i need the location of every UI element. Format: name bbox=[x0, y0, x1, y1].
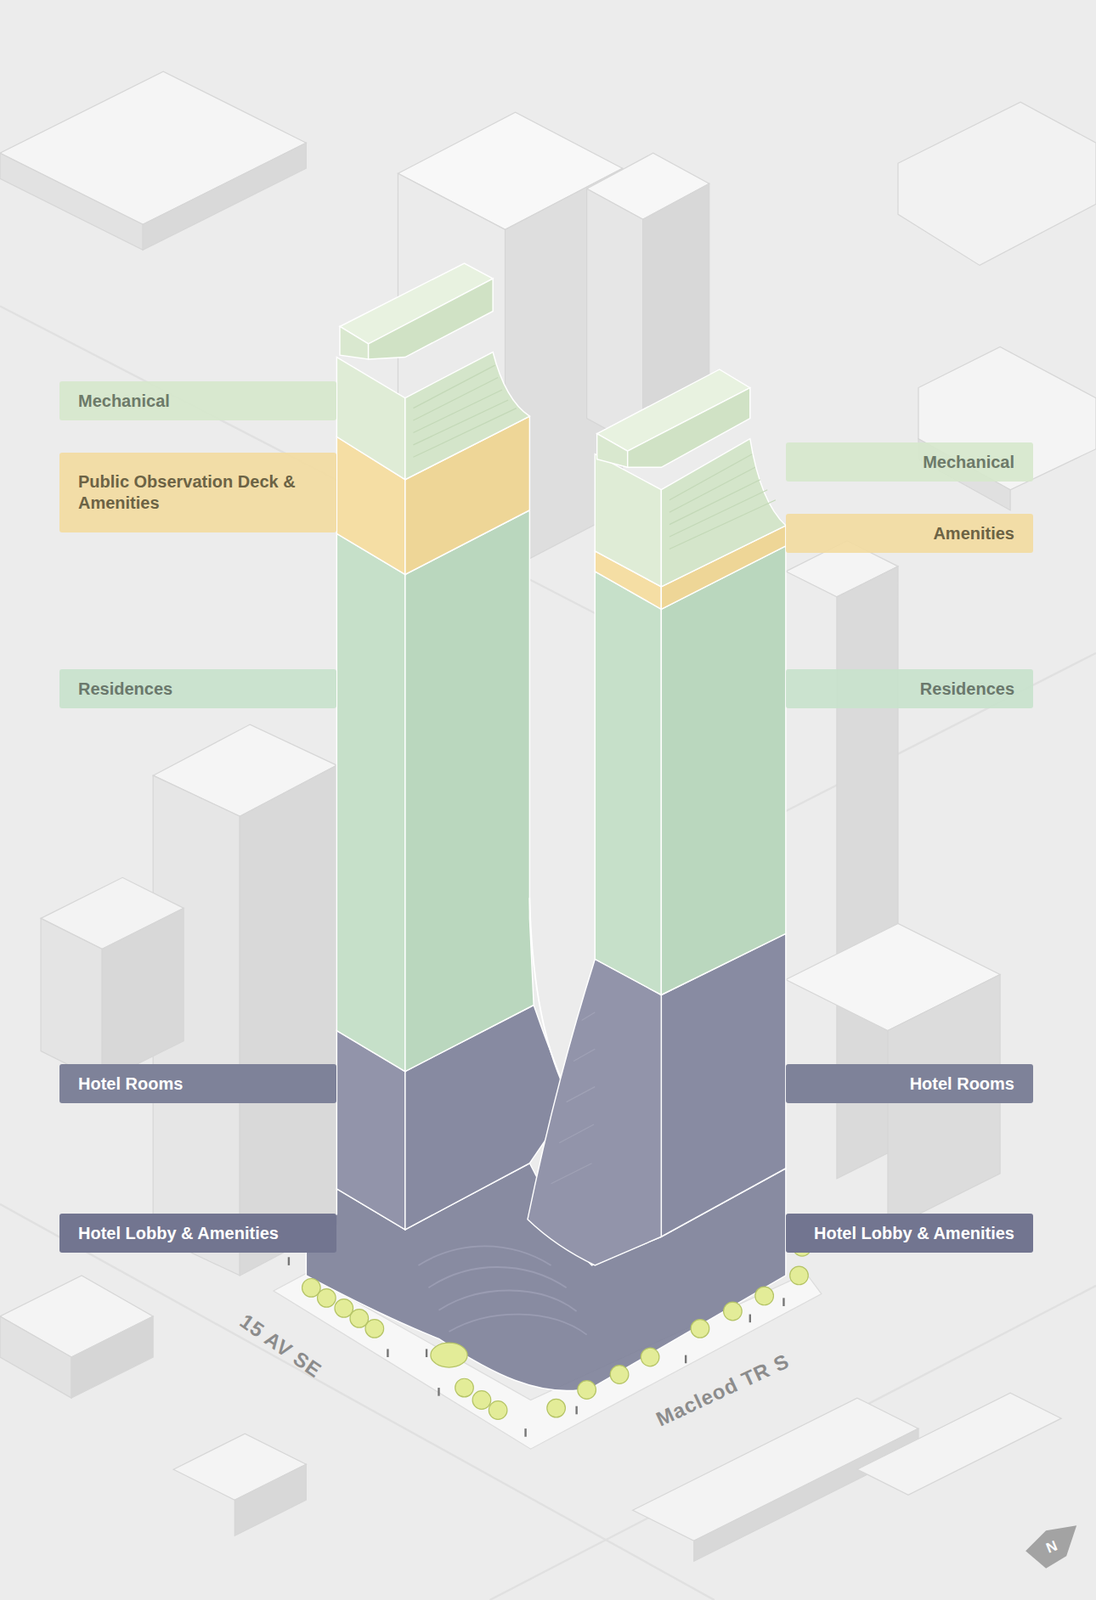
band-label: Mechanical bbox=[922, 451, 1015, 474]
label-band: Public Observation Deck & Amenities bbox=[59, 452, 337, 533]
label-band: Residences bbox=[785, 669, 1034, 709]
label-band: Amenities bbox=[785, 514, 1034, 554]
label-band: Hotel Lobby & Amenities bbox=[785, 1214, 1034, 1254]
label-band: Mechanical bbox=[59, 381, 337, 421]
band-label: Hotel Rooms bbox=[78, 1073, 183, 1096]
label-band: Hotel Rooms bbox=[785, 1064, 1034, 1104]
label-band: Hotel Rooms bbox=[59, 1064, 337, 1104]
label-band: Residences bbox=[59, 669, 337, 709]
band-label: Amenities bbox=[932, 523, 1015, 545]
label-band: Mechanical bbox=[785, 442, 1034, 482]
band-label: Hotel Lobby & Amenities bbox=[78, 1223, 279, 1245]
band-label: Public Observation Deck & Amenities bbox=[78, 471, 325, 515]
label-band: Hotel Lobby & Amenities bbox=[59, 1214, 337, 1254]
band-label: Mechanical bbox=[78, 390, 170, 413]
band-label: Residences bbox=[78, 678, 173, 701]
band-label: Residences bbox=[920, 678, 1015, 701]
band-label: Hotel Lobby & Amenities bbox=[813, 1223, 1015, 1245]
band-label: Hotel Rooms bbox=[909, 1073, 1015, 1096]
